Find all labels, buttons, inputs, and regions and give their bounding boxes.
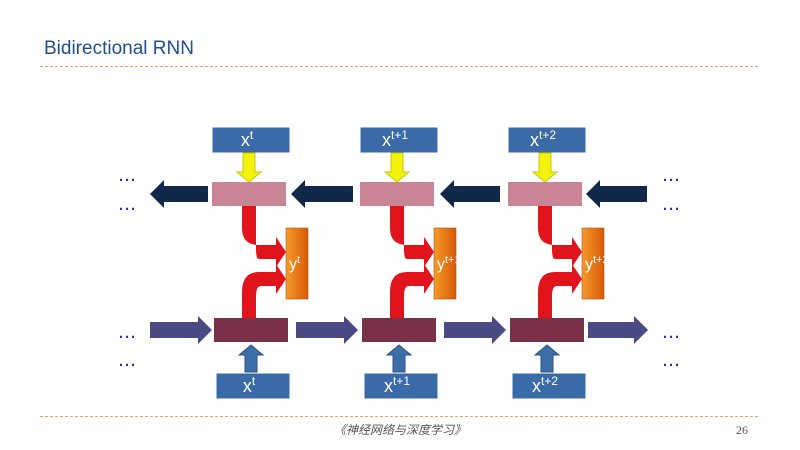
output-box-2 (581, 227, 605, 300)
top-input-x-0-label-sup: t (250, 128, 254, 142)
bottom-input-x-2: xt+2 (511, 372, 587, 400)
top-input-x-1-box (359, 126, 439, 154)
top-input-x-2-box (507, 126, 587, 154)
ellipsis-3: … (662, 194, 680, 215)
ellipsis-4: … (118, 322, 136, 343)
top-divider (40, 66, 758, 67)
output-label-2: yt+2 (585, 254, 609, 273)
red-curve-arrow-top-1 (390, 206, 434, 267)
footer-book-title: 《神经网络与深度学习》 (333, 423, 466, 437)
backward-state-2 (508, 182, 582, 206)
time-step-2: xt+2yt+2xt+2 (507, 126, 609, 400)
bottom-divider (40, 416, 758, 417)
output-label-1: yt+1 (437, 254, 461, 273)
time-step-1: xt+1yt+1xt+1 (359, 126, 461, 400)
ellipsis-0: … (118, 165, 136, 186)
yellow-down-arrow-0 (235, 152, 263, 183)
bottom-input-x-1-label-sup: t+1 (393, 374, 410, 388)
backward-state-1 (360, 182, 434, 206)
output-box-1 (433, 227, 457, 300)
blue-up-arrow-1 (385, 344, 413, 373)
slide-title: Bidirectional RNN (44, 38, 194, 59)
ellipsis-1: … (118, 194, 136, 215)
top-input-x-2-label-sup: t+2 (539, 128, 556, 142)
bottom-input-x-0-label-base: x (243, 376, 252, 396)
backward-arrows-layer (150, 180, 647, 208)
yellow-down-arrow-1 (383, 152, 411, 183)
backward-arrow-3 (586, 180, 647, 208)
forward-state-1 (362, 318, 436, 342)
red-curve-arrow-top-0 (242, 206, 286, 267)
red-curve-arrow-bottom-0 (242, 264, 286, 318)
forward-arrow-0 (150, 316, 212, 344)
top-input-x-1-label: xt+1 (382, 128, 408, 150)
backward-arrow-1 (291, 180, 353, 208)
forward-state-2 (510, 318, 584, 342)
backward-arrow-0 (150, 180, 208, 208)
forward-arrows-layer (150, 316, 648, 344)
top-input-x-1-label-base: x (382, 130, 391, 150)
bottom-input-x-0-box (215, 372, 291, 400)
forward-arrow-3 (588, 316, 648, 344)
top-input-x-0-label-base: x (241, 130, 250, 150)
output-label-sup-0: t (297, 254, 300, 266)
forward-arrow-1 (296, 316, 358, 344)
top-input-x-2: xt+2 (507, 126, 587, 154)
bottom-input-x-0-label: xt (243, 374, 256, 396)
red-curve-arrow-top-2 (538, 206, 582, 267)
yellow-down-arrow-2 (531, 152, 559, 183)
ellipsis-5: … (118, 350, 136, 371)
bottom-input-x-1: xt+1 (363, 372, 439, 400)
backward-arrow-2 (440, 180, 500, 208)
top-input-x-1: xt+1 (359, 126, 439, 154)
output-label-sup-2: t+2 (593, 254, 609, 266)
bottom-input-x-1-label-base: x (384, 376, 393, 396)
top-input-x-2-label-base: x (530, 130, 539, 150)
backward-state-0 (212, 182, 286, 206)
bottom-input-x-1-box (363, 372, 439, 400)
output-label-base-2: y (585, 256, 593, 273)
top-input-x-2-label: xt+2 (530, 128, 556, 150)
output-label-base-0: y (289, 256, 297, 273)
bottom-input-x-2-box (511, 372, 587, 400)
bottom-input-x-0: xt (215, 372, 291, 400)
output-label-base-1: y (437, 256, 445, 273)
forward-state-0 (214, 318, 288, 342)
forward-arrow-2 (444, 316, 506, 344)
bottom-input-x-1-label: xt+1 (384, 374, 410, 396)
ellipsis-layer: … … … … … … … … (118, 165, 680, 371)
page-number: 26 (736, 423, 748, 437)
red-curve-arrow-bottom-2 (538, 264, 582, 318)
output-label-sup-1: t+1 (445, 254, 461, 266)
blue-up-arrow-2 (533, 344, 561, 373)
ellipsis-6: … (662, 322, 680, 343)
bottom-input-x-0-label-sup: t (252, 374, 256, 388)
top-input-x-0-label: xt (241, 128, 254, 150)
top-input-x-0: xt (211, 126, 291, 154)
blue-up-arrow-0 (237, 344, 265, 373)
output-label-0: yt (289, 254, 300, 273)
ellipsis-7: … (662, 350, 680, 371)
red-curve-arrow-bottom-1 (390, 264, 434, 318)
bottom-input-x-2-label-sup: t+2 (541, 374, 558, 388)
output-box-0 (285, 227, 309, 300)
bottom-input-x-2-label-base: x (532, 376, 541, 396)
top-input-x-1-label-sup: t+1 (391, 128, 408, 142)
ellipsis-2: … (662, 165, 680, 186)
bottom-input-x-2-label: xt+2 (532, 374, 558, 396)
